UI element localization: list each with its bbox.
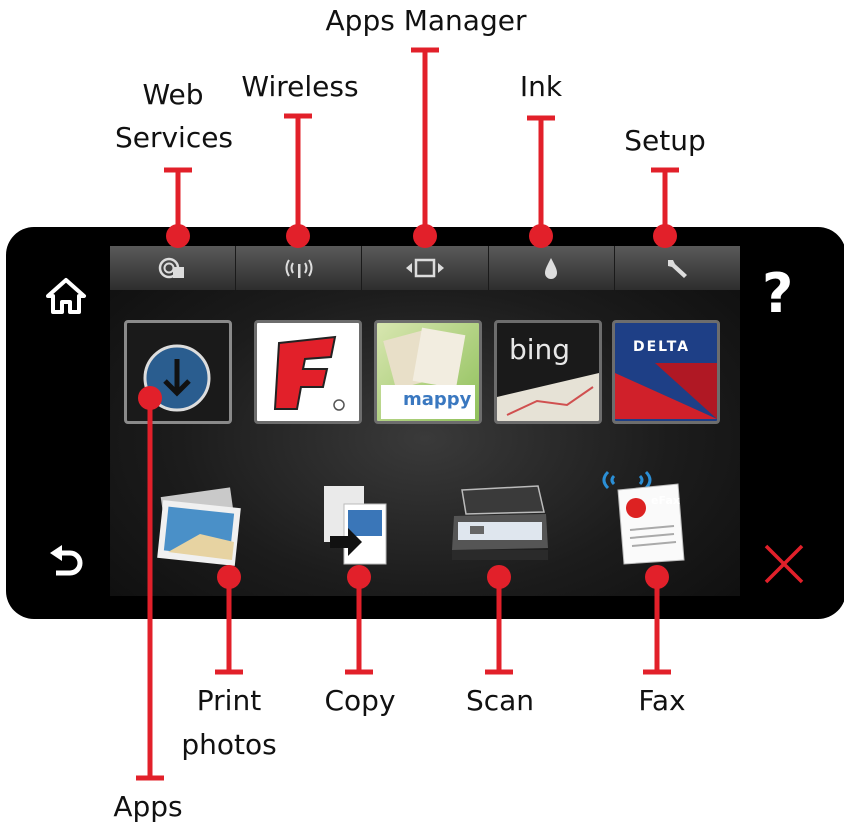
label-apps-manager: Apps Manager xyxy=(325,4,527,37)
scan-icon[interactable] xyxy=(448,484,552,568)
print-photos-icon[interactable] xyxy=(150,482,250,572)
label-print: Print xyxy=(196,684,262,717)
mappy-app-tile[interactable]: mappy xyxy=(374,320,482,424)
efax-label: eFax xyxy=(651,494,680,507)
bing-app-tile[interactable]: bing xyxy=(494,320,602,424)
apps-manager-icon xyxy=(406,258,444,278)
apps-download-tile[interactable] xyxy=(124,320,232,424)
delta-logo-icon xyxy=(615,363,717,419)
help-icon[interactable]: ? xyxy=(762,262,794,325)
delta-app-tile[interactable]: DELTA xyxy=(612,320,720,424)
label-ink: Ink xyxy=(519,70,563,103)
web-services-button[interactable] xyxy=(110,246,237,290)
status-bar xyxy=(110,246,740,290)
download-arrow-icon xyxy=(143,344,211,412)
delta-label: DELTA xyxy=(633,339,691,355)
bing-label: bing xyxy=(509,333,571,366)
copy-icon[interactable] xyxy=(318,480,392,570)
close-icon[interactable] xyxy=(762,542,806,586)
mappy-label: mappy xyxy=(403,389,472,410)
label-apps: Apps xyxy=(113,790,183,823)
fax-icon[interactable] xyxy=(596,454,686,566)
label-copy: Copy xyxy=(324,684,396,717)
wireless-button[interactable] xyxy=(236,246,363,290)
back-icon[interactable] xyxy=(46,543,86,583)
wireless-icon xyxy=(285,259,313,278)
label-scan: Scan xyxy=(465,684,535,717)
wrench-icon xyxy=(668,260,688,278)
label-setup: Setup xyxy=(624,124,706,157)
label-fax: Fax xyxy=(638,684,686,717)
label-web: Web xyxy=(142,78,204,111)
fandango-app-tile[interactable] xyxy=(254,320,362,424)
ink-drop-icon xyxy=(545,258,558,279)
bing-map-icon xyxy=(497,373,599,421)
web-services-icon xyxy=(158,257,184,279)
label-wireless: Wireless xyxy=(241,70,359,103)
fandango-logo-icon xyxy=(273,335,345,411)
label-photos: photos xyxy=(181,728,277,761)
mappy-map-icon xyxy=(381,327,475,419)
label-services: Services xyxy=(114,121,234,154)
apps-manager-button[interactable] xyxy=(362,246,489,290)
home-icon[interactable] xyxy=(44,276,88,316)
setup-button[interactable] xyxy=(615,246,740,290)
ink-button[interactable] xyxy=(489,246,615,290)
